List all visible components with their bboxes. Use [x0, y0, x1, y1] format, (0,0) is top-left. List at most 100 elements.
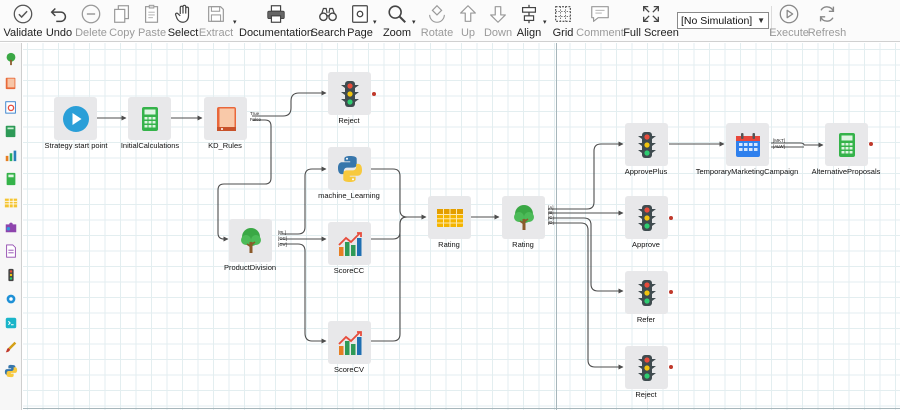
- node-score-cc[interactable]: [328, 222, 371, 265]
- python-icon[interactable]: [3, 363, 19, 379]
- node-score-cv[interactable]: [328, 321, 371, 364]
- label-machine-learning: machine_Learning: [318, 191, 380, 200]
- port-cc: [CC]: [278, 236, 287, 241]
- port-cv: [CV]: [278, 242, 287, 247]
- page-break-vertical: [556, 43, 557, 410]
- rotate-icon: [425, 2, 449, 26]
- output-marker: [669, 365, 673, 369]
- node-product-division[interactable]: [229, 219, 272, 262]
- node-reject-bottom[interactable]: [625, 346, 668, 389]
- node-approve[interactable]: [625, 196, 668, 239]
- bar-chart-icon: [337, 231, 362, 256]
- align-icon: [517, 2, 541, 26]
- document-icon[interactable]: [3, 243, 19, 259]
- label-score-cv: ScoreCV: [333, 365, 365, 374]
- table-icon[interactable]: [3, 195, 19, 211]
- validate-button[interactable]: Validate: [4, 2, 42, 40]
- documentation-button[interactable]: Documentation: [239, 2, 313, 40]
- calculator-icon: [838, 132, 855, 157]
- tree-icon[interactable]: [3, 51, 19, 67]
- label-alternative-proposals: AlternativeProposals: [811, 167, 881, 176]
- rotate-button[interactable]: Rotate: [420, 2, 454, 40]
- label-strategy-start: Strategy start point: [44, 141, 108, 150]
- report-icon[interactable]: [3, 99, 19, 115]
- puzzle-icon[interactable]: [3, 219, 19, 235]
- label-kd-rules: KD_Rules: [208, 141, 242, 150]
- grid-button[interactable]: Grid: [551, 2, 575, 40]
- documentation-label: Documentation: [239, 27, 313, 39]
- decision-tree-icon: [513, 204, 534, 230]
- gear-icon[interactable]: [3, 291, 19, 307]
- output-marker: [669, 290, 673, 294]
- page-break-horizontal: [23, 408, 900, 409]
- align-button[interactable]: Align: [514, 2, 544, 40]
- node-initial-calculations[interactable]: [128, 97, 171, 140]
- book-green-icon[interactable]: [3, 123, 19, 139]
- port-mkt: [MKT]: [773, 138, 785, 143]
- align-label: Align: [516, 27, 542, 39]
- up-button[interactable]: Up: [456, 2, 480, 40]
- undo-button[interactable]: Undo: [44, 2, 74, 40]
- paste-label: Paste: [137, 27, 167, 39]
- node-machine-learning[interactable]: [328, 147, 371, 190]
- label-reject-top: Reject: [338, 116, 360, 125]
- up-label: Up: [460, 27, 476, 39]
- grid-icon: [551, 2, 575, 26]
- search-label: Search: [310, 27, 346, 39]
- select-button[interactable]: Select: [168, 2, 198, 40]
- traffic-light-icon[interactable]: [3, 267, 19, 283]
- brush-icon[interactable]: [3, 339, 19, 355]
- paste-button[interactable]: Paste: [138, 2, 166, 40]
- calculator-icon[interactable]: [3, 171, 19, 187]
- page-button[interactable]: Page: [346, 2, 374, 40]
- traffic-light-icon: [637, 279, 656, 306]
- chart-icon[interactable]: [3, 147, 19, 163]
- down-button[interactable]: Down: [483, 2, 513, 40]
- comment-button[interactable]: Comment: [576, 2, 624, 40]
- refresh-button[interactable]: Refresh: [808, 2, 846, 40]
- execute-button[interactable]: Execute: [769, 2, 809, 40]
- expand-icon: [639, 2, 663, 26]
- copy-label: Copy: [109, 27, 135, 39]
- full-screen-button[interactable]: Full Screen: [623, 2, 679, 40]
- select-label: Select: [167, 27, 199, 39]
- refresh-icon: [815, 2, 839, 26]
- label-initial-calculations: InitialCalculations: [120, 141, 180, 150]
- zoom-button[interactable]: Zoom: [382, 2, 412, 40]
- node-temp-marketing[interactable]: [726, 123, 769, 166]
- node-kd-rules[interactable]: [204, 97, 247, 140]
- node-rating-tree[interactable]: [502, 196, 545, 239]
- extract-dropdown-icon[interactable]: ▾: [233, 19, 237, 26]
- label-rating-table: Rating: [438, 240, 460, 249]
- page-dropdown-icon[interactable]: ▾: [373, 19, 377, 26]
- node-refer[interactable]: [625, 271, 668, 314]
- align-dropdown-icon[interactable]: ▾: [543, 19, 547, 26]
- label-refer: Refer: [636, 315, 656, 324]
- toolbar: Validate Undo Delete Copy Paste: [0, 0, 900, 42]
- search-button[interactable]: Search: [310, 2, 346, 40]
- printer-icon: [264, 2, 288, 26]
- traffic-light-icon: [637, 131, 656, 158]
- binoculars-icon: [316, 2, 340, 26]
- port-true: True: [250, 111, 260, 116]
- node-reject-top[interactable]: [328, 72, 371, 115]
- node-alternative-proposals[interactable]: [825, 123, 868, 166]
- node-strategy-start[interactable]: [54, 97, 97, 140]
- simulation-select[interactable]: [No Simulation] ▼: [677, 12, 769, 29]
- zoom-dropdown-icon[interactable]: ▾: [412, 19, 416, 26]
- node-approve-plus[interactable]: [625, 123, 668, 166]
- copy-button[interactable]: Copy: [109, 2, 135, 40]
- play-icon: [62, 105, 89, 132]
- python-icon: [337, 155, 362, 182]
- script-icon[interactable]: [3, 315, 19, 331]
- grid-label: Grid: [552, 27, 574, 39]
- book-icon[interactable]: [3, 75, 19, 91]
- node-rating-table[interactable]: [428, 196, 471, 239]
- play-circle-icon: [777, 2, 801, 26]
- rotate-label: Rotate: [420, 27, 454, 39]
- extract-button[interactable]: Extract: [199, 2, 233, 40]
- delete-button[interactable]: Delete: [75, 2, 107, 40]
- zoom-label: Zoom: [382, 27, 412, 39]
- port-false: False: [250, 117, 262, 122]
- page-label: Page: [347, 27, 373, 39]
